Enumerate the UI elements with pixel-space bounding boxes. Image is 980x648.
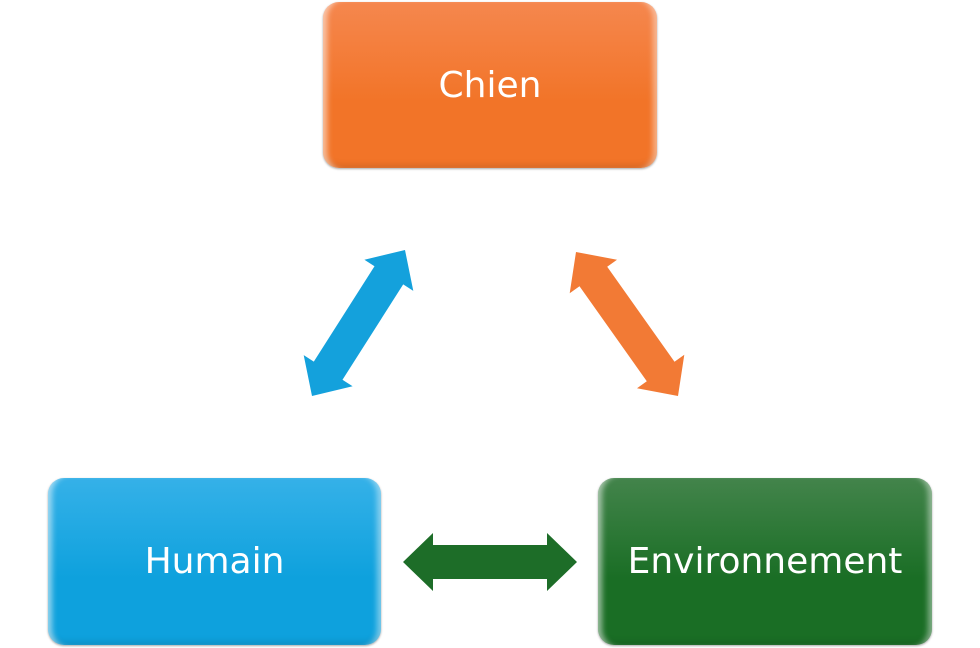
arrow-humain-environnement bbox=[403, 533, 577, 591]
node-chien: Chien bbox=[323, 2, 657, 168]
node-humain-label: Humain bbox=[144, 541, 285, 582]
arrow-humain-chien bbox=[303, 250, 414, 396]
arrow-chien-environnement bbox=[569, 252, 685, 396]
node-humain: Humain bbox=[48, 478, 381, 645]
node-environnement-label: Environnement bbox=[627, 541, 903, 582]
node-chien-label: Chien bbox=[438, 64, 542, 106]
node-environnement: Environnement bbox=[598, 478, 932, 645]
